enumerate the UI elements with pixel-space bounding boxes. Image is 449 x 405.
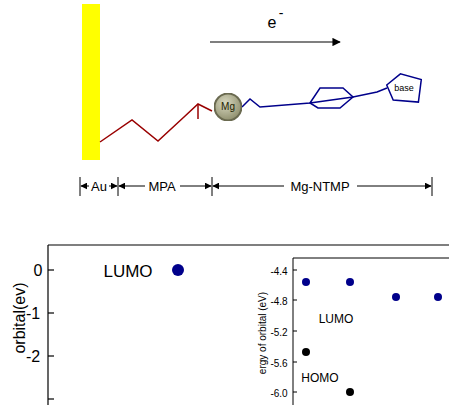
tick-label: -2 [26, 348, 40, 365]
ntmp-chain [242, 88, 387, 107]
series-label: LUMO [319, 312, 354, 326]
inset-lumo-dots [302, 278, 442, 301]
electron-arrow [210, 41, 340, 42]
series-label: LUMO [103, 262, 152, 281]
charge-superscript: - [279, 5, 284, 21]
inset-axes [293, 258, 449, 405]
gold-electrode [82, 4, 100, 160]
inset-tick-label: -5.6 [270, 358, 287, 369]
inset-homo-dots [302, 348, 354, 396]
inset-axis-title: ergy of orbital (eV) [257, 292, 268, 374]
segment-brackets [80, 177, 432, 196]
inset-tick-label: -4.8 [270, 296, 287, 307]
electron-symbol: e [268, 14, 277, 31]
inset-tick-label: -6.0 [270, 388, 287, 399]
magnesium-atom: Mg [214, 93, 242, 121]
segment-label: Mg-NTMP [290, 179, 349, 194]
segment-label: MPA [148, 179, 175, 194]
segment-label: Au [91, 179, 107, 194]
main-axes [48, 245, 449, 405]
inset-tick-label: -5.2 [270, 327, 287, 338]
mpa-branch [197, 104, 199, 119]
tick-label: 0 [34, 262, 43, 279]
lumo-dot [172, 264, 184, 276]
base-group: base [386, 73, 422, 103]
inset-tick-label: -4.4 [270, 266, 287, 277]
axis-title: orbital(ev) [11, 282, 28, 353]
node-text: base [394, 84, 414, 93]
mpa-chain [100, 104, 212, 142]
node-text: Mg [221, 102, 235, 112]
series-label: HOMO [301, 371, 338, 385]
tick-label: -1 [26, 305, 40, 322]
